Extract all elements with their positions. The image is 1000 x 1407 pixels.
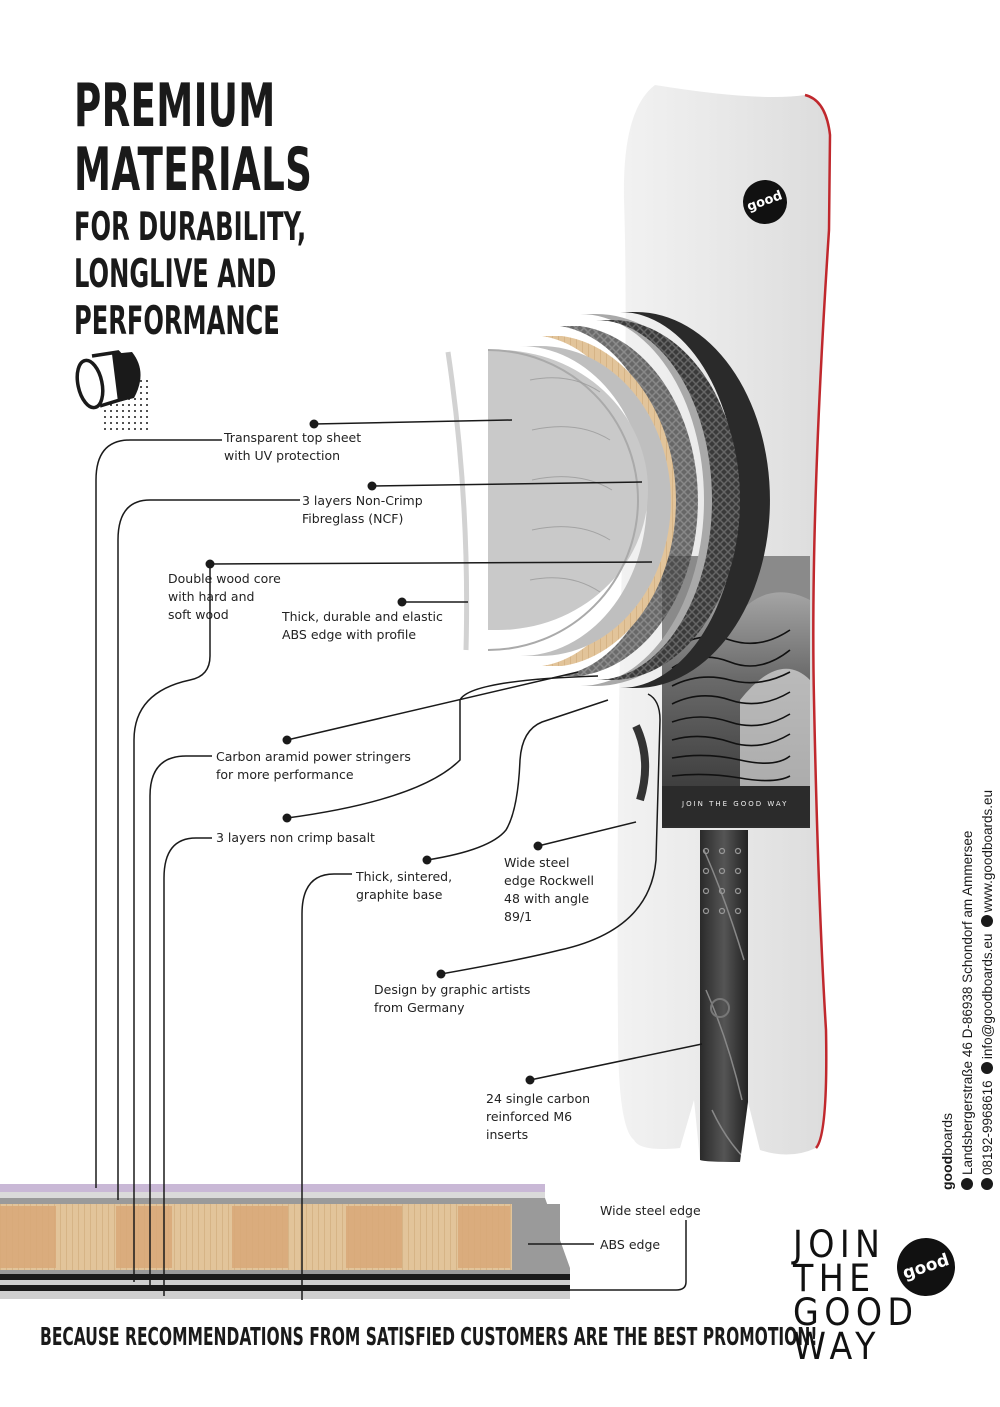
join-logo-line-1: JOIN (793, 1223, 886, 1266)
callout-inserts: 24 single carbon reinforced M6 inserts (486, 1090, 590, 1144)
headline-line-3: FOR DURABILITY, (74, 205, 307, 250)
callout-design-line-1: Design by graphic artists (374, 982, 531, 997)
callout-base-line-2: graphite base (356, 887, 443, 902)
join-the-good-way-logo: JOIN THE GOOD WAY (793, 1223, 946, 1368)
join-logo-line-2: THE (793, 1257, 876, 1300)
callout-top-sheet: Transparent top sheet with UV protection (224, 429, 361, 465)
board-graphic-caption: JOIN THE GOOD WAY (681, 800, 788, 808)
callout-wood-core-line-2: with hard and (168, 589, 255, 604)
callout-abs-line-1: Thick, durable and elastic (282, 609, 443, 624)
callout-steel-edge-line-4: 89/1 (504, 909, 533, 924)
contact-phone: 08192-9968616 (979, 1080, 995, 1175)
callout-carbon-line-2: for more performance (216, 767, 354, 782)
headline: PREMIUM MATERIALS FOR DURABILITY, LONGLI… (74, 74, 312, 343)
callout-design-line-2: from Germany (374, 1000, 465, 1015)
material-cylinder-icon (75, 350, 152, 430)
callout-inserts-line-3: inserts (486, 1127, 529, 1142)
email-icon (981, 1062, 993, 1075)
contact-web[interactable]: www.goodboards.eu (979, 790, 995, 913)
callout-ncf-line-2: Fibreglass (NCF) (302, 511, 404, 526)
contact-address-line: Landsbergerstraße 46 D-86938 Schondorf a… (957, 790, 977, 1190)
callout-abs-edge: ABS edge (600, 1237, 661, 1252)
callout-wood-core-line-3: soft wood (168, 607, 229, 622)
join-logo-line-4: WAY (793, 1325, 881, 1368)
callout-top-sheet-line-2: with UV protection (224, 448, 341, 463)
callout-wood-core: Double wood core with hard and soft wood (168, 570, 281, 624)
callout-carbon-line-1: Carbon aramid power stringers (216, 749, 411, 764)
callout-ncf: 3 layers Non-Crimp Fibreglass (NCF) (302, 492, 423, 528)
location-pin-icon (961, 1178, 973, 1190)
contact-brand-line: goodboards (937, 790, 957, 1190)
callout-steel-edge-line-1: Wide steel (504, 855, 570, 870)
contact-address: Landsbergerstraße 46 D-86938 Schondorf a… (959, 830, 975, 1175)
globe-icon (981, 915, 993, 928)
contact-brand-light: boards (939, 1112, 955, 1156)
callout-wide-steel-edge: Wide steel edge (600, 1203, 701, 1218)
callout-inserts-line-2: reinforced M6 (486, 1109, 573, 1124)
callout-abs-edge-profile: Thick, durable and elastic ABS edge with… (282, 608, 443, 644)
callout-base-line-1: Thick, sintered, (356, 869, 453, 884)
join-logo-line-3: GOOD (793, 1291, 919, 1334)
contact-email[interactable]: info@goodboards.eu (979, 933, 995, 1060)
callout-base: Thick, sintered, graphite base (356, 868, 452, 904)
callout-carbon-stringers: Carbon aramid power stringers for more p… (216, 748, 411, 784)
callout-steel-edge-line-2: edge Rockwell (504, 873, 594, 888)
leader-dots (205, 419, 543, 1085)
callout-wood-core-line-1: Double wood core (168, 571, 281, 586)
callout-top-sheet-line-1: Transparent top sheet (224, 430, 362, 445)
exploded-layers (445, 312, 770, 688)
contact-brand: goodboards (939, 1113, 955, 1190)
callout-inserts-line-1: 24 single carbon (486, 1091, 591, 1106)
contact-block: goodboards Landsbergerstraße 46 D-86938 … (937, 790, 997, 1190)
headline-line-2: MATERIALS (74, 135, 313, 205)
headline-line-5: PERFORMANCE (74, 299, 280, 344)
cross-section (0, 1184, 570, 1299)
contact-brand-bold: good (939, 1155, 955, 1190)
headline-line-4: LONGLIVE AND (74, 252, 277, 297)
callout-ncf-line-1: 3 layers Non-Crimp (302, 493, 423, 508)
phone-icon (981, 1178, 993, 1190)
slogan: BECAUSE RECOMMENDATIONS FROM SATISFIED C… (40, 1322, 818, 1351)
headline-line-1: PREMIUM (74, 71, 276, 141)
contact-details-line: 08192-9968616 info@goodboards.eu www.goo… (977, 790, 997, 1190)
callout-steel-edge-line-3: 48 with angle (504, 891, 590, 906)
callout-design: Design by graphic artists from Germany (374, 981, 530, 1017)
callout-basalt: 3 layers non crimp basalt (216, 830, 375, 845)
callout-abs-line-2: ABS edge with profile (282, 627, 417, 642)
callout-steel-edge: Wide steel edge Rockwell 48 with angle 8… (504, 854, 594, 926)
leader-lines (95, 419, 703, 1300)
